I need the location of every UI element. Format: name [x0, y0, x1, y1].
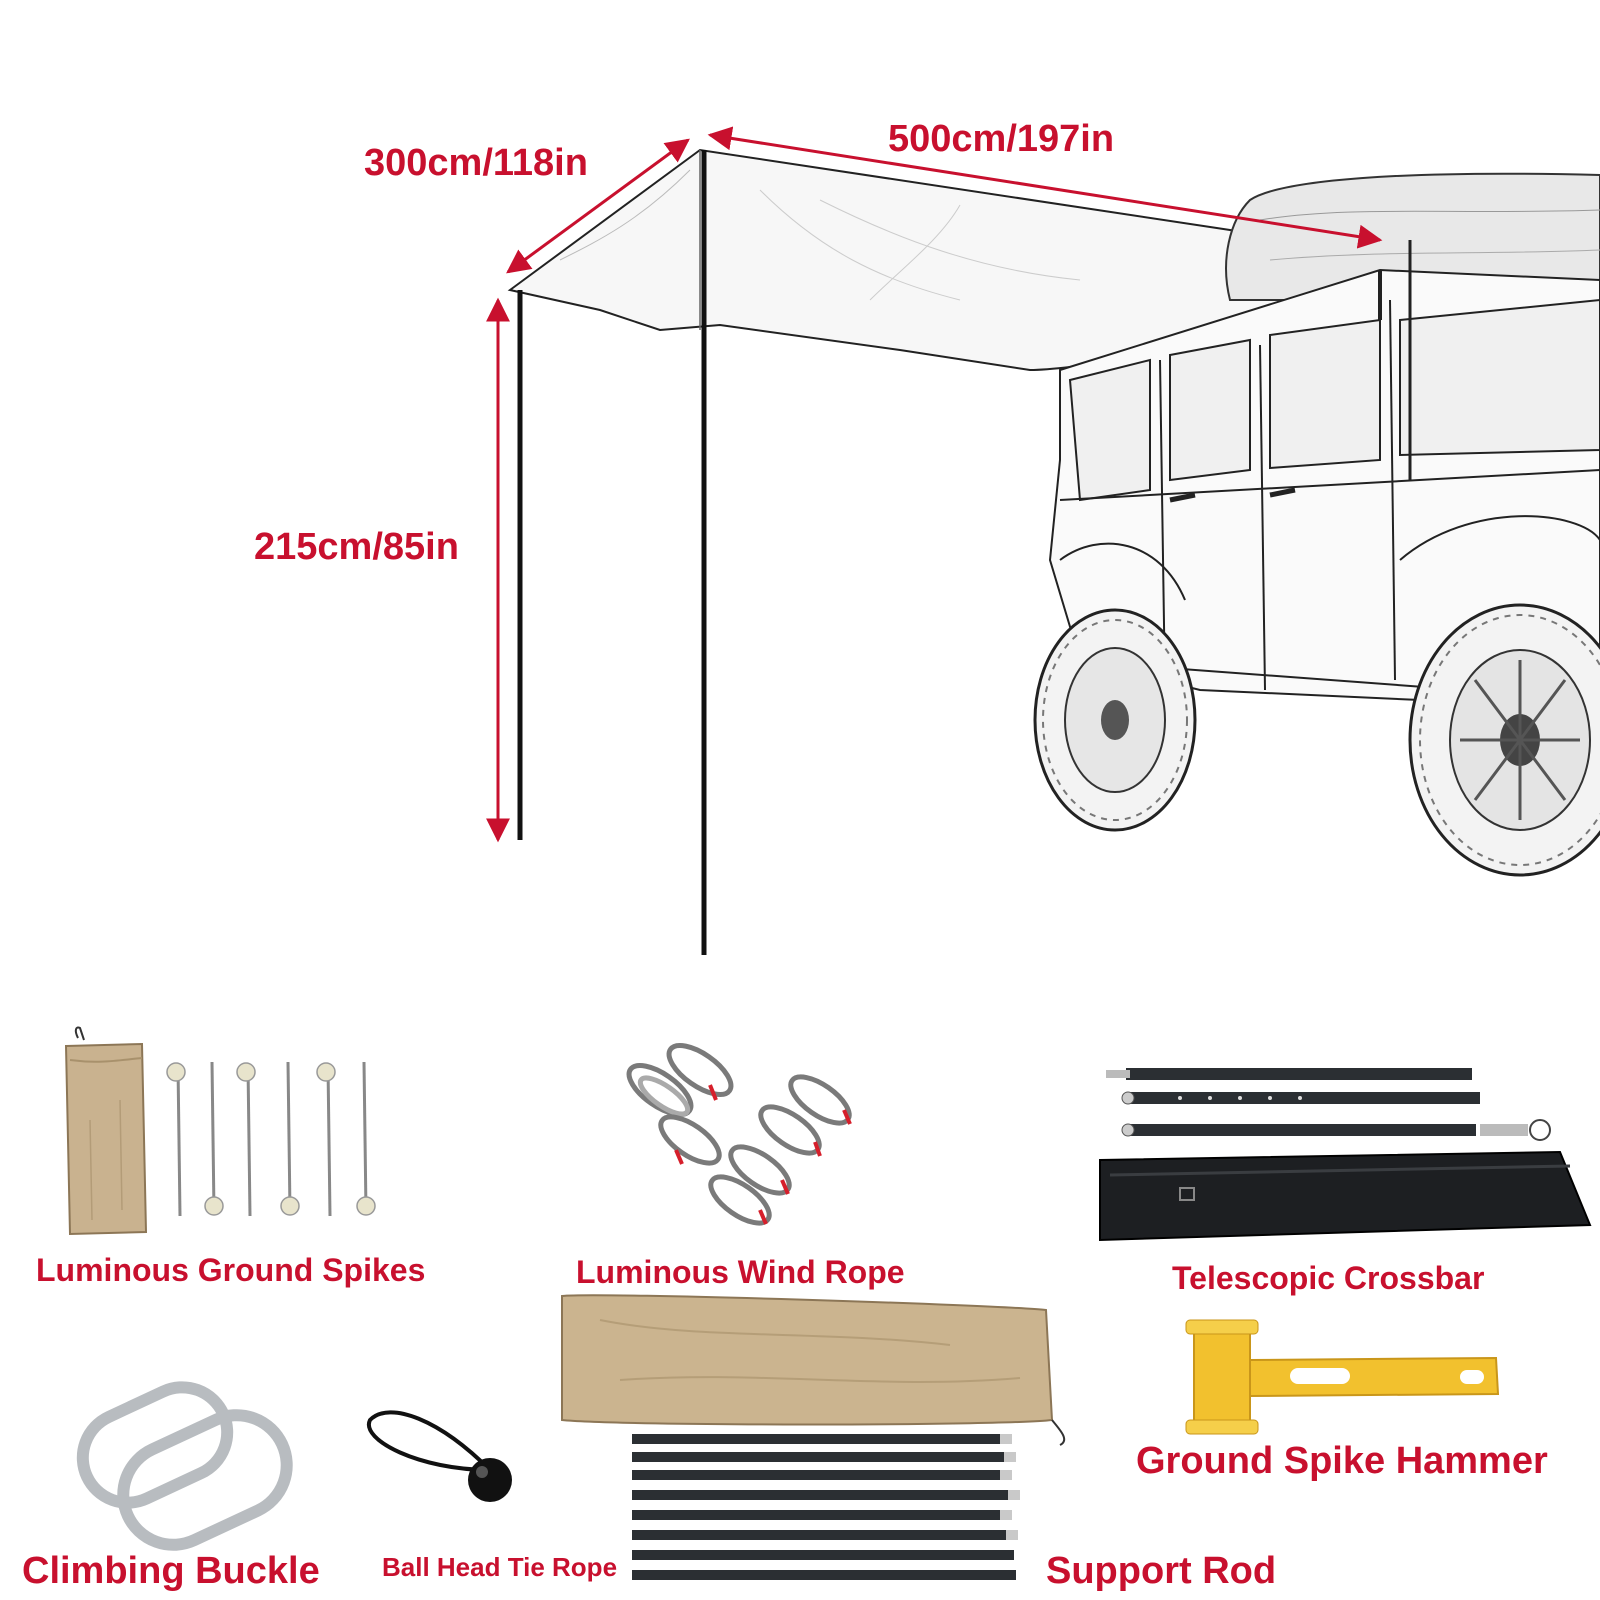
vehicle-line-art: [1048, 240, 1600, 701]
depth-dimension-label: 300cm/118in: [364, 142, 588, 184]
ground-spikes-label: Luminous Ground Spikes: [36, 1252, 426, 1288]
support-rods: [632, 1434, 1020, 1580]
climbing-buckle-label: Climbing Buckle: [22, 1550, 320, 1592]
awning-vehicle-illustration: [486, 126, 1600, 955]
ground-spike-hammer: [1185, 1319, 1500, 1435]
support-rod-label: Support Rod: [1046, 1550, 1277, 1592]
depth-arrow: [506, 138, 690, 274]
length-arrow: [707, 126, 1383, 249]
length-dimension-label: 500cm/197in: [888, 118, 1115, 160]
crossbar-label: Telescopic Crossbar: [1172, 1260, 1485, 1296]
spike-storage-bag: [64, 1026, 148, 1236]
wind-rope-label: Luminous Wind Rope: [576, 1254, 905, 1290]
rear-wheel: [1408, 603, 1600, 877]
climbing-buckles: [76, 1381, 293, 1551]
telescopic-crossbar: [1106, 1068, 1551, 1141]
ground-spikes: [166, 1061, 376, 1217]
support-rod-bag: [561, 1294, 1066, 1446]
crossbar-storage-bag: [1099, 1150, 1592, 1242]
front-wheel: [1033, 608, 1197, 832]
ball-head-tie-rope: [366, 1410, 512, 1502]
tie-rope-label: Ball Head Tie Rope: [382, 1552, 618, 1582]
hammer-label: Ground Spike Hammer: [1136, 1440, 1548, 1482]
wind-rope-bundles: [626, 1043, 852, 1226]
height-dimension-label: 215cm/85in: [254, 526, 459, 568]
